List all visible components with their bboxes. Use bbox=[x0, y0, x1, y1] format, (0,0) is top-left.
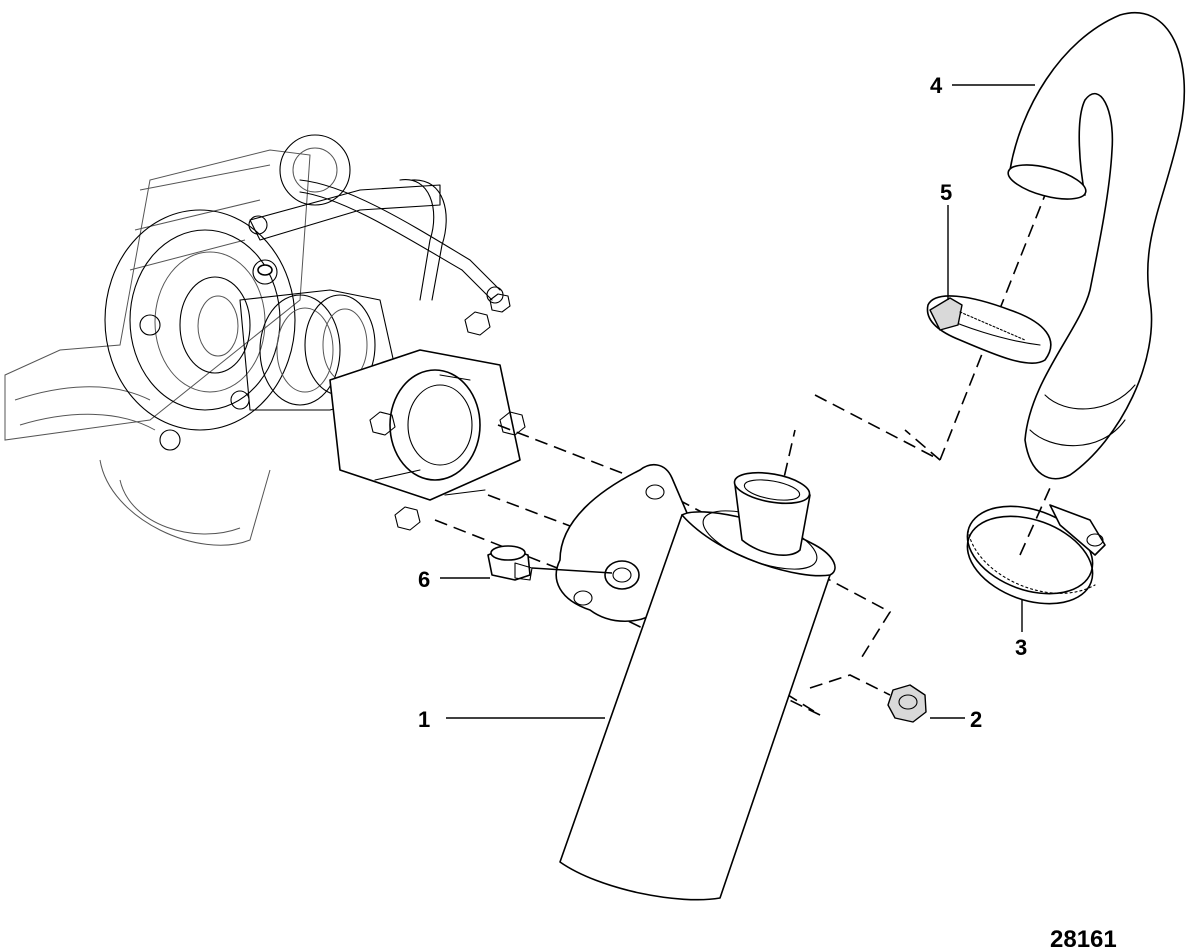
figure-number: 28161 bbox=[1050, 926, 1117, 950]
callout-2: 2 bbox=[970, 707, 982, 732]
part-5-hose-clamp bbox=[926, 295, 1052, 364]
part-6-plug bbox=[487, 545, 533, 581]
part-2-nut bbox=[887, 684, 927, 723]
part-4-curved-hose bbox=[1007, 12, 1186, 480]
part-3-hose-clamp bbox=[966, 504, 1106, 605]
part-1-exhaust-tube bbox=[555, 463, 836, 901]
callout-3: 3 bbox=[1015, 635, 1027, 660]
callout-4: 4 bbox=[930, 73, 943, 98]
callout-5: 5 bbox=[940, 180, 952, 205]
callout-1: 1 bbox=[418, 707, 430, 732]
callout-6: 6 bbox=[418, 567, 430, 592]
turbocharger-assembly bbox=[4, 134, 526, 546]
leader-lines bbox=[440, 84, 1035, 719]
